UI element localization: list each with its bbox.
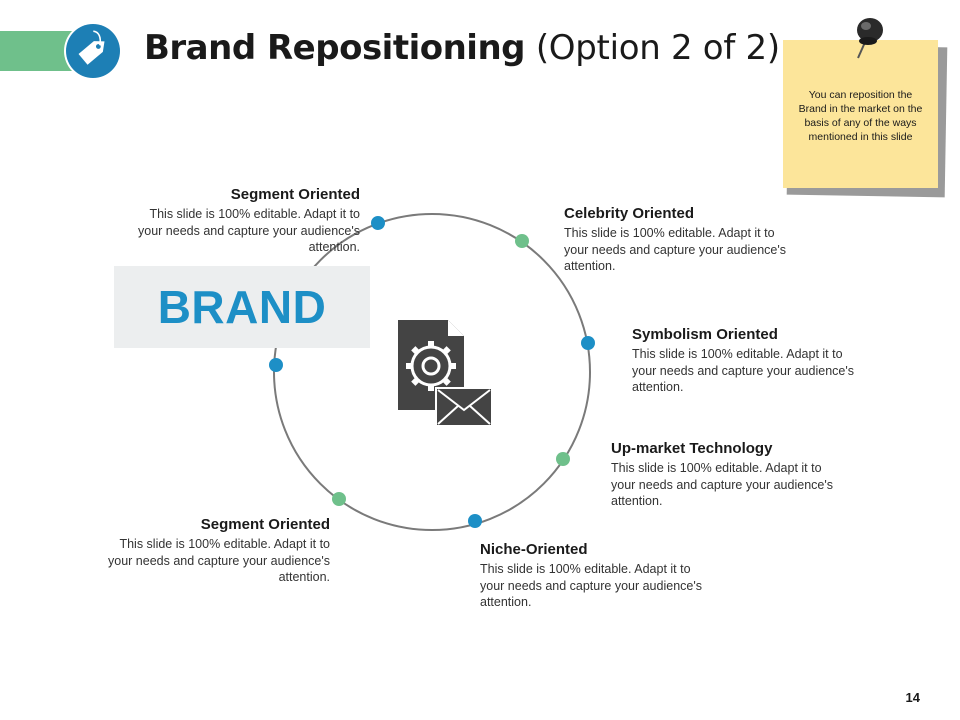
item-title: Segment Oriented [200,516,330,533]
dot-segment-oriented-bottom [332,492,346,506]
sticky-note-text: You can reposition the Brand in the mark… [798,89,923,143]
item-up-market-technology: Up-market Technology This slide is 100% … [611,440,836,510]
item-title: Niche-Oriented [480,541,588,558]
title-main: Brand Repositioning [144,28,526,68]
item-description: This slide is 100% editable. Adapt it to… [564,226,786,273]
dot-niche-oriented [468,514,482,528]
item-description: This slide is 100% editable. Adapt it to… [138,207,360,254]
item-title: Celebrity Oriented [564,205,695,222]
dot-up-market-technology [556,452,570,466]
item-segment-oriented-bottom: Segment Oriented This slide is 100% edit… [100,516,330,586]
brand-label: BRAND [157,281,327,333]
title-sub: (Option 2 of 2) [535,28,780,68]
dot-brand [269,358,283,372]
item-description: This slide is 100% editable. Adapt it to… [632,347,854,394]
sticky-note: You can reposition the Brand in the mark… [783,40,938,188]
item-niche-oriented: Niche-Oriented This slide is 100% editab… [480,541,705,611]
item-symbolism-oriented: Symbolism Oriented This slide is 100% ed… [632,326,857,396]
header-icon-badge [66,24,120,78]
cycle-ring [273,213,591,531]
price-tag-icon [78,30,105,65]
page-number: 14 [905,690,920,705]
item-title: Symbolism Oriented [632,326,778,343]
dot-celebrity-oriented [515,234,529,248]
push-pin-icon [857,18,883,59]
item-title: Segment Oriented [230,186,360,203]
dot-segment-oriented-top [371,216,385,230]
gear-icon [406,341,456,391]
brand-box: BRAND [114,266,370,348]
item-segment-oriented-top: Segment Oriented This slide is 100% edit… [130,186,360,256]
item-celebrity-oriented: Celebrity Oriented This slide is 100% ed… [564,205,789,275]
page-title: Brand Repositioning (Option 2 of 2) [144,26,780,70]
document-gear-envelope-icon [398,320,492,427]
envelope-icon [435,387,492,427]
dot-symbolism-oriented [581,336,595,350]
item-title: Up-market Technology [611,440,773,457]
item-description: This slide is 100% editable. Adapt it to… [480,562,702,609]
item-description: This slide is 100% editable. Adapt it to… [108,537,330,584]
item-description: This slide is 100% editable. Adapt it to… [611,461,833,508]
